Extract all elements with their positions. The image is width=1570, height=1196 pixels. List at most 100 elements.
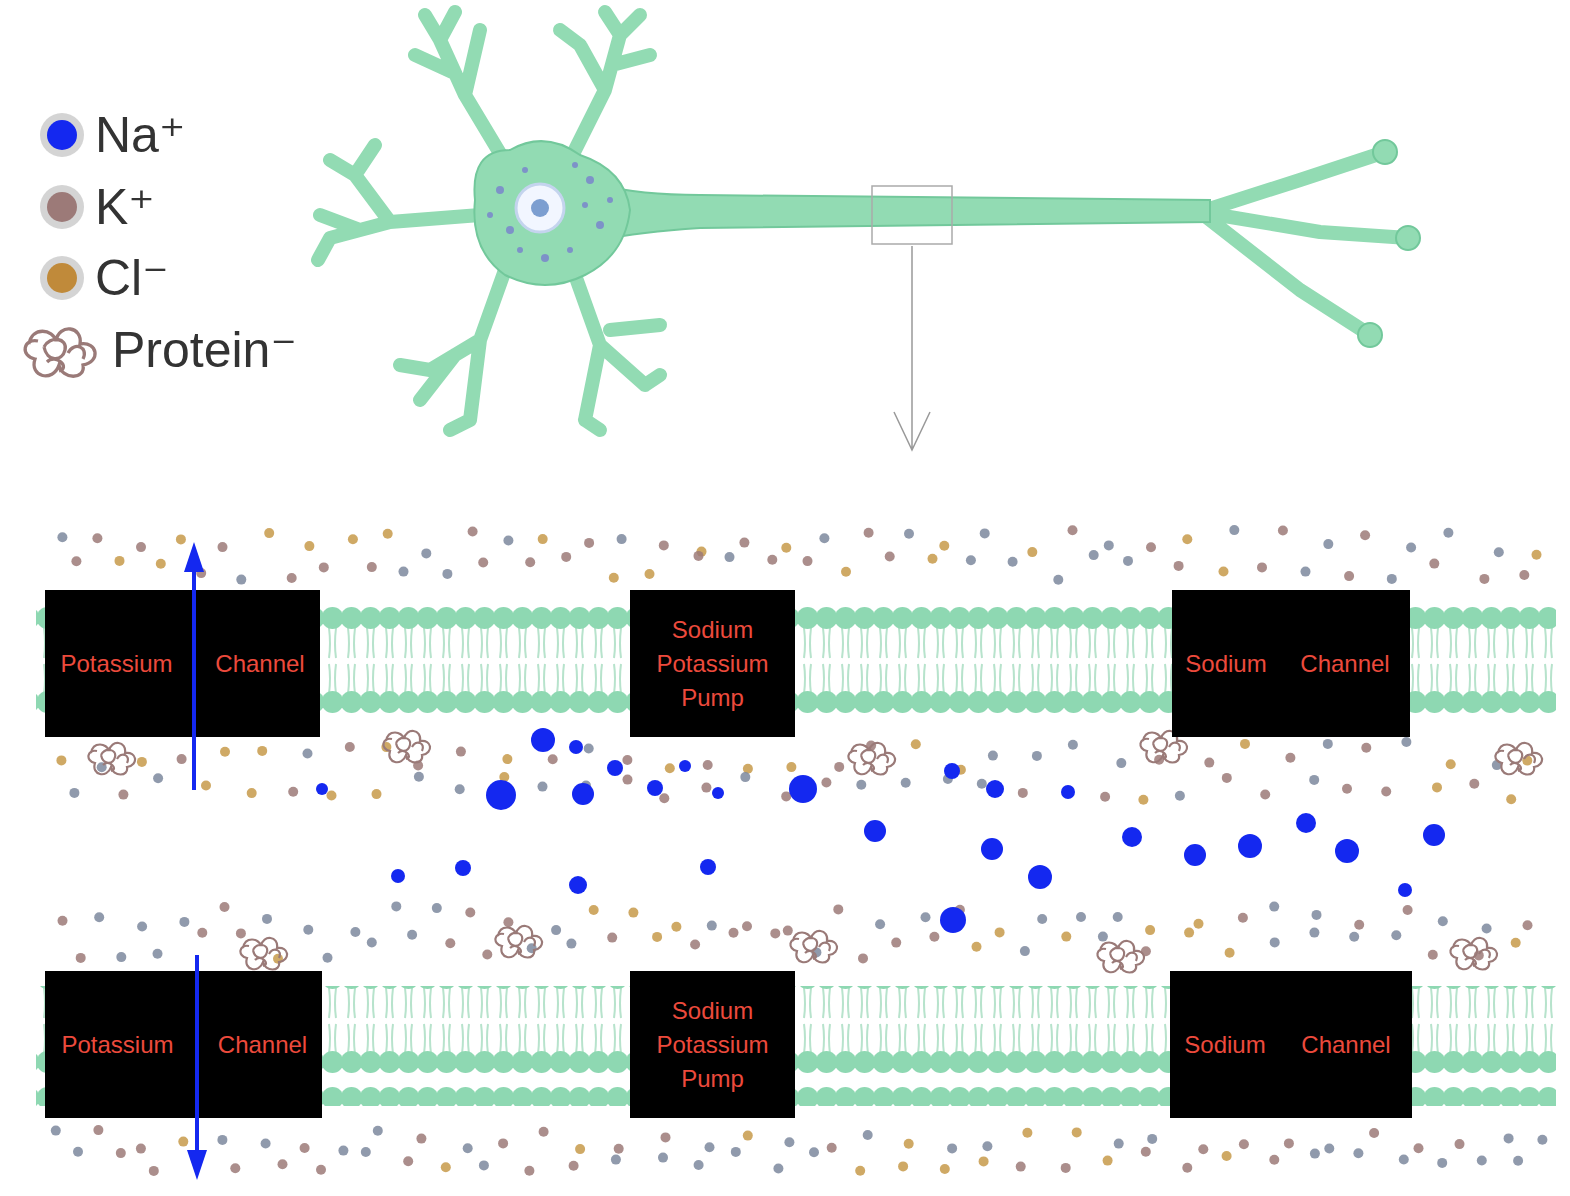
sodium-ion — [981, 838, 1003, 860]
ion-dot — [821, 778, 831, 788]
protein-strand — [790, 931, 837, 963]
ion-dot — [56, 755, 66, 765]
ion-dot — [403, 1156, 413, 1166]
ion-dot — [361, 1147, 371, 1157]
ion-dot — [1260, 790, 1270, 800]
ion-dot — [1369, 1128, 1379, 1138]
ion-dot — [93, 1125, 103, 1135]
protein-label: Potassium — [45, 590, 188, 737]
sodium-ion — [486, 780, 516, 810]
ion-dot — [1438, 916, 1448, 926]
ion-dot — [421, 548, 431, 558]
ion-dot — [391, 901, 401, 911]
ion-dot — [257, 746, 267, 756]
ion-dot — [236, 575, 246, 585]
ion-dot — [1089, 550, 1099, 560]
protein-label: Sodium Potassium Pump — [650, 590, 775, 737]
ion-dot — [875, 919, 885, 929]
ion-dot — [1387, 574, 1397, 584]
ion-dot — [833, 904, 843, 914]
ion-dot — [217, 1135, 227, 1145]
protein-strand — [1450, 938, 1497, 970]
ion-dot — [539, 1127, 549, 1137]
protein-shape — [1495, 743, 1542, 775]
sodium-ion — [789, 775, 817, 803]
ion-dot — [278, 1159, 288, 1169]
ion-dot — [1123, 556, 1133, 566]
legend-label: Na⁺ — [95, 107, 185, 163]
ion-dot — [1114, 1139, 1124, 1149]
ion-dot — [367, 562, 377, 572]
ion-dot — [153, 949, 163, 959]
ion-dot — [977, 779, 987, 789]
ion-dot — [1381, 787, 1391, 797]
protein-strand — [25, 329, 95, 376]
ion-dot — [407, 930, 417, 940]
sodium-ion — [944, 763, 960, 779]
ion-dot — [921, 912, 931, 922]
ion-dot — [538, 534, 548, 544]
ion-dot — [115, 556, 125, 566]
ion-dot — [1061, 932, 1071, 942]
membrane-protein-box: Sodium Potassium Pump — [630, 590, 795, 737]
ion-dot — [247, 788, 257, 798]
protein-label: Sodium — [1172, 590, 1280, 737]
ion-dot — [498, 1138, 508, 1148]
ion-dot — [661, 1132, 671, 1142]
ion-dot — [1455, 1139, 1465, 1149]
ion-dot — [1353, 1148, 1363, 1158]
ion-dot — [773, 1164, 783, 1174]
ion-dot — [1342, 784, 1352, 794]
ion-dot — [316, 1165, 326, 1175]
ion-dot — [548, 754, 558, 764]
ion-dot — [694, 551, 704, 561]
ion-dot — [1511, 938, 1521, 948]
ion-dot — [783, 926, 793, 936]
ion-dot — [690, 940, 700, 950]
ion-dot — [1504, 1133, 1514, 1143]
ion-dot — [319, 562, 329, 572]
ion-dot — [1008, 557, 1018, 567]
ion-dot — [303, 925, 313, 935]
ion-dot — [1285, 753, 1295, 763]
ion-dot — [1076, 912, 1086, 922]
ion-dot — [1513, 1156, 1523, 1166]
ion-dot — [589, 905, 599, 915]
swatch-dot — [47, 192, 77, 222]
ion-dot — [94, 912, 104, 922]
sodium-ion — [569, 876, 587, 894]
swatch-dot — [47, 120, 77, 150]
ion-dot — [116, 1148, 126, 1158]
sodium-ion — [391, 869, 405, 883]
ion-dot — [58, 916, 68, 926]
ion-dot — [1360, 530, 1370, 540]
ion-dot — [622, 755, 632, 765]
membrane-protein-box: PotassiumChannel — [45, 971, 322, 1118]
ion-dot — [863, 1130, 873, 1140]
ion-dot — [1519, 570, 1529, 580]
ion-dot — [584, 538, 594, 548]
ion-dot — [137, 757, 147, 767]
ion-dot — [264, 528, 274, 538]
ion-dot — [561, 552, 571, 562]
ion-dot — [503, 917, 513, 927]
ion-dot — [287, 573, 297, 583]
ion-dot — [455, 784, 465, 794]
ion-dot — [659, 793, 669, 803]
ion-dot — [1222, 773, 1232, 783]
protein-strand — [1495, 743, 1542, 775]
ion-dot — [614, 1144, 624, 1154]
ion-dot — [261, 1139, 271, 1149]
ion-dot — [770, 928, 780, 938]
sodium-ion — [679, 760, 691, 772]
ion-dot — [740, 772, 750, 782]
ion-dot — [262, 914, 272, 924]
sodium-ion — [569, 740, 583, 754]
membrane-protein-box: Sodium Potassium Pump — [630, 971, 795, 1118]
legend-swatch — [17, 248, 107, 308]
ion-dot — [1537, 1135, 1547, 1145]
ion-dot — [177, 754, 187, 764]
ion-dot — [979, 1156, 989, 1166]
sodium-ion — [1296, 813, 1316, 833]
sodium-ion — [712, 787, 724, 799]
